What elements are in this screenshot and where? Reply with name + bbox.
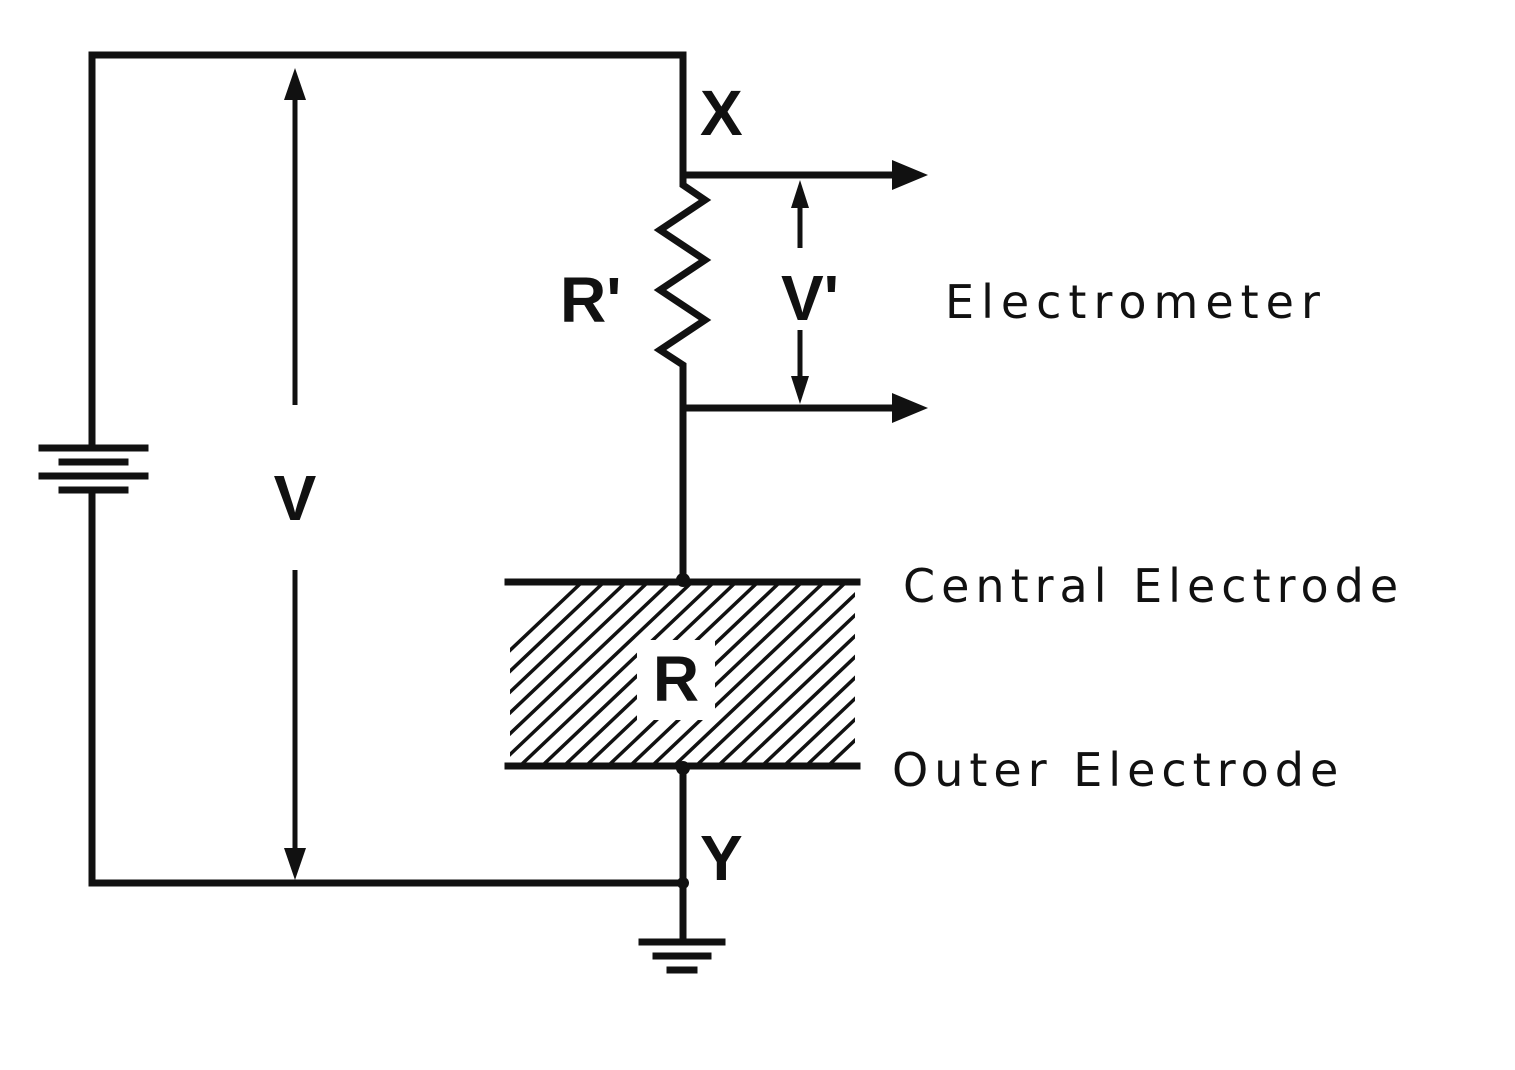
node-x-label: X: [700, 77, 743, 149]
outer-electrode-label: Outer Electrode: [892, 743, 1344, 797]
battery-icon: [38, 444, 149, 494]
ground-icon: [638, 938, 726, 974]
sample-resistance-label: R: [653, 643, 699, 715]
arrow-head-bottom-icon: [892, 393, 928, 423]
left-wire-bottom: [88, 486, 687, 887]
measured-voltage-label: V': [781, 262, 839, 334]
source-voltage-label: V: [274, 462, 317, 534]
sample-label-backdrop: [637, 640, 715, 720]
node-y-junction-dot: [677, 877, 689, 889]
measured-voltage-arrow: [791, 180, 809, 404]
series-resistor-icon: [653, 171, 712, 382]
series-resistor-label: R': [560, 264, 621, 336]
arrow-head-top-icon: [892, 160, 928, 190]
node-y-label: Y: [700, 822, 743, 894]
left-wire-top: [88, 51, 687, 449]
source-voltage-arrow: [284, 68, 306, 880]
electrometer-label: Electrometer: [945, 275, 1327, 329]
central-electrode-label: Central Electrode: [903, 559, 1404, 613]
